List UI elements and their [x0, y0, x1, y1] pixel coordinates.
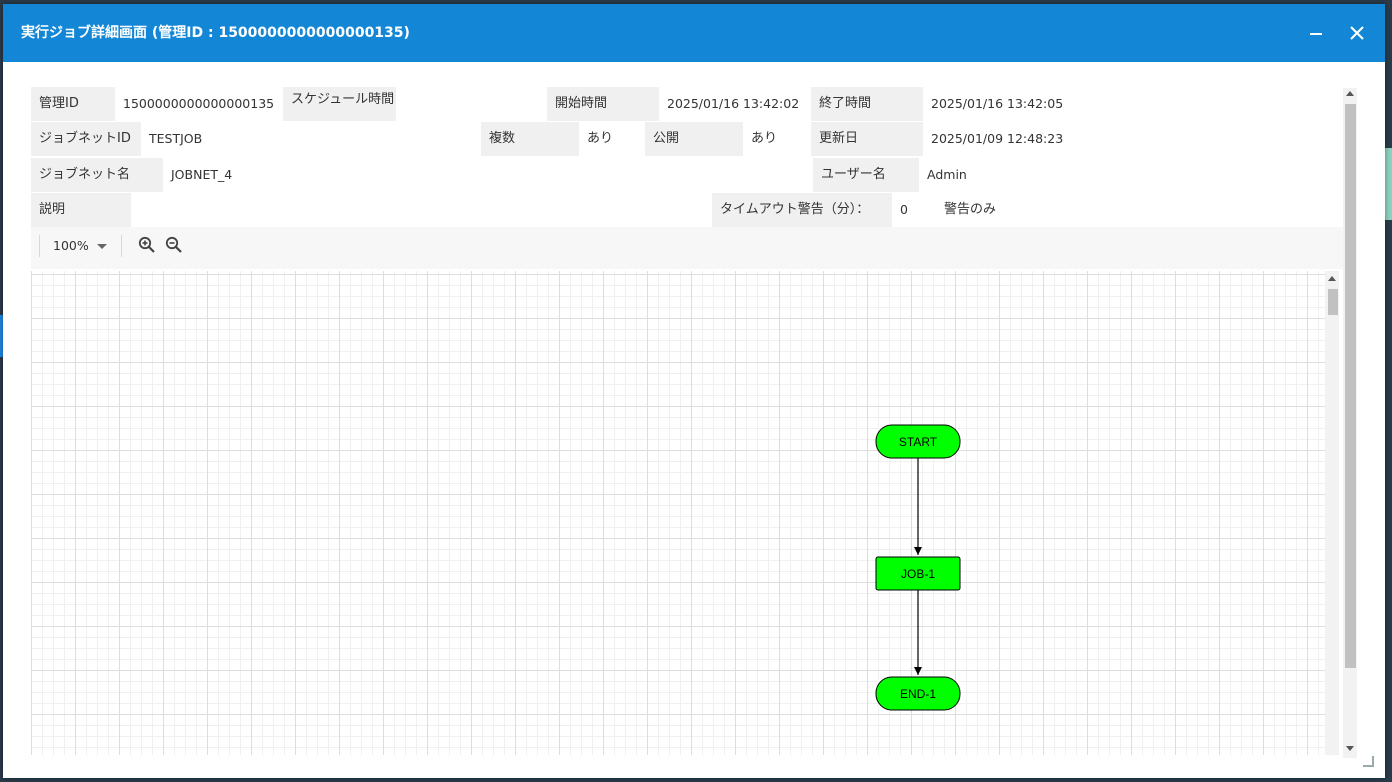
flow-node-job1[interactable]: JOB-1: [875, 556, 961, 591]
schedule-time-value: [396, 87, 547, 121]
timeout-warning-mode: 警告のみ: [936, 193, 1072, 227]
jobnet-name-value: JOBNET_4: [163, 158, 813, 192]
dialog-title: 実行ジョブ詳細画面 (管理ID : 1500000000000000135): [21, 25, 410, 41]
dialog-scrollbar[interactable]: [1343, 88, 1357, 758]
end-time-value: 2025/01/16 13:42:05: [923, 87, 1073, 121]
timeout-warning-label: タイムアウト警告（分）：: [712, 193, 892, 227]
close-icon: [1350, 26, 1364, 40]
scroll-down-arrow[interactable]: [1346, 746, 1354, 751]
end-time-label: 終了時間: [811, 87, 923, 121]
zoom-level-select[interactable]: 100%: [49, 235, 113, 259]
close-button[interactable]: [1344, 20, 1370, 46]
dialog-titlebar[interactable]: 実行ジョブ詳細画面 (管理ID : 1500000000000000135): [3, 4, 1385, 62]
chevron-down-icon: [97, 244, 107, 249]
multiple-label: 複数: [481, 122, 579, 156]
timeout-warning-value: 0: [892, 193, 928, 227]
minimize-button[interactable]: [1303, 20, 1329, 46]
jobnet-flow: START JOB-1 END-1: [875, 424, 961, 711]
canvas-scrollbar-thumb[interactable]: [1328, 289, 1338, 315]
zoom-out-icon: [165, 236, 182, 253]
jobnet-diagram-canvas[interactable]: START JOB-1 END-1: [31, 271, 1325, 755]
minimize-icon: [1310, 33, 1322, 35]
dialog-scrollbar-thumb[interactable]: [1345, 104, 1356, 668]
jobnet-id-label: ジョブネットID: [31, 122, 141, 156]
multiple-value: あり: [579, 122, 645, 156]
public-value: あり: [743, 122, 809, 156]
user-name-label: ユーザー名: [813, 158, 919, 192]
public-label: 公開: [645, 122, 743, 156]
schedule-time-label: スケジュール時間: [283, 87, 396, 121]
background-accent: [1384, 148, 1392, 220]
scroll-up-arrow[interactable]: [1346, 91, 1354, 96]
updated-date-value: 2025/01/09 12:48:23: [923, 122, 1073, 156]
resize-grip-icon[interactable]: [1361, 754, 1375, 768]
diagram-toolbar: 100%: [31, 227, 1343, 269]
start-time-value: 2025/01/16 13:42:02: [659, 87, 809, 121]
jobnet-name-label: ジョブネット名: [31, 158, 163, 192]
background-accent: [0, 315, 4, 357]
flow-node-label: START: [899, 435, 938, 449]
toolbar-divider: [39, 235, 40, 257]
updated-date-label: 更新日: [811, 122, 923, 156]
scroll-up-arrow[interactable]: [1328, 276, 1336, 281]
zoom-in-icon: [138, 236, 155, 253]
mgmt-id-value: 1500000000000000135: [115, 87, 283, 121]
flow-node-label: END-1: [900, 687, 936, 701]
canvas-scrollbar[interactable]: [1325, 271, 1339, 755]
mgmt-id-label: 管理ID: [31, 87, 115, 121]
toolbar-divider: [121, 235, 122, 257]
job-detail-dialog: 実行ジョブ詳細画面 (管理ID : 1500000000000000135) 管…: [3, 4, 1385, 778]
description-label: 説明: [31, 193, 131, 227]
zoom-in-button[interactable]: [138, 236, 156, 254]
flow-node-end1[interactable]: END-1: [875, 676, 961, 711]
flow-node-start[interactable]: START: [875, 424, 961, 459]
zoom-out-button[interactable]: [165, 236, 183, 254]
start-time-label: 開始時間: [547, 87, 659, 121]
description-value: [131, 193, 709, 227]
user-name-value: Admin: [919, 158, 1075, 192]
flow-node-label: JOB-1: [901, 567, 935, 581]
jobnet-id-value: TESTJOB: [141, 122, 481, 156]
zoom-level-value: 100%: [53, 238, 89, 253]
